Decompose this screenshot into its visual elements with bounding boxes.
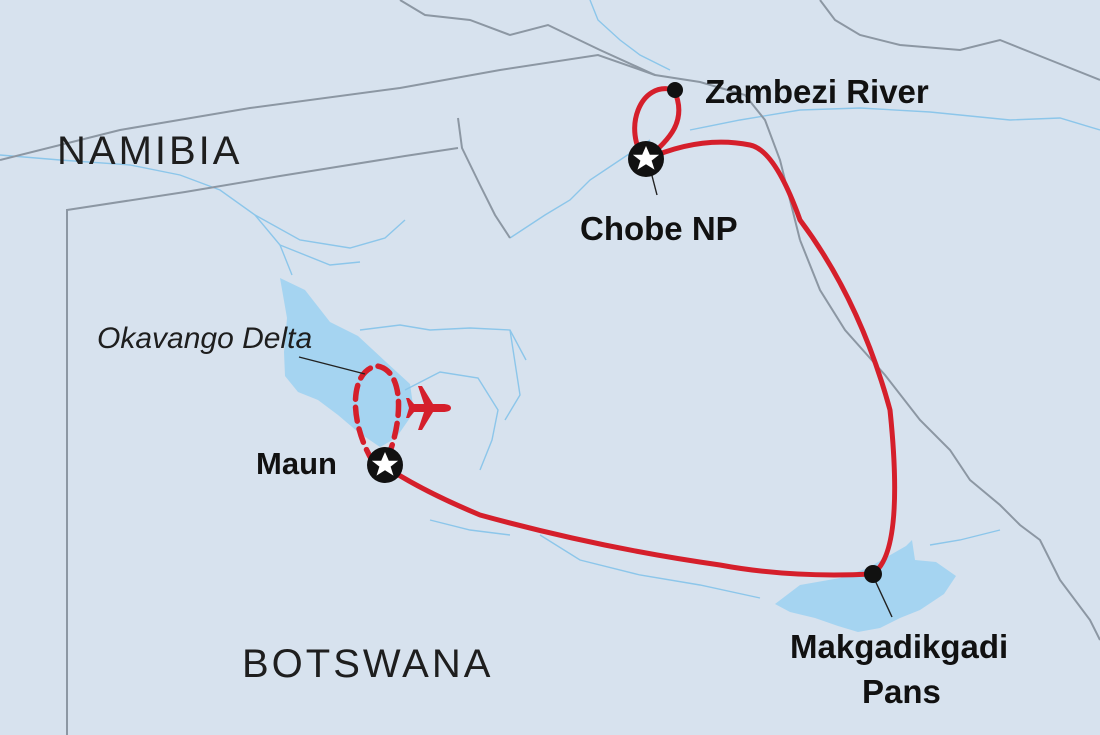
- okavango-flight-loop: [352, 363, 402, 465]
- okavango-delta-water: [280, 278, 414, 447]
- okavango-delta-label: Okavango Delta: [97, 322, 312, 355]
- maun-star-in-circle-icon: [367, 447, 403, 483]
- zambezi-river-label: Zambezi River: [705, 73, 929, 110]
- rivers: [0, 0, 1100, 599]
- makgadikgadi-stop-dot-icon: [864, 565, 882, 583]
- namibia-label: NAMIBIA: [57, 129, 242, 173]
- maun-label: Maun: [256, 446, 337, 481]
- route-line: [380, 139, 898, 578]
- botswana-label: BOTSWANA: [242, 642, 493, 686]
- makgadikgadi-pans-water: [775, 540, 956, 632]
- makgadikgadi-label-line2: Pans: [862, 673, 941, 710]
- airplane-icon: [406, 386, 451, 430]
- makgadikgadi-label-line1: Makgadikgadi: [790, 628, 1008, 665]
- chobe-star-in-circle-icon: [628, 141, 664, 177]
- chobe-np-label: Chobe NP: [580, 210, 738, 247]
- zambezi-stop-dot-icon: [667, 82, 683, 98]
